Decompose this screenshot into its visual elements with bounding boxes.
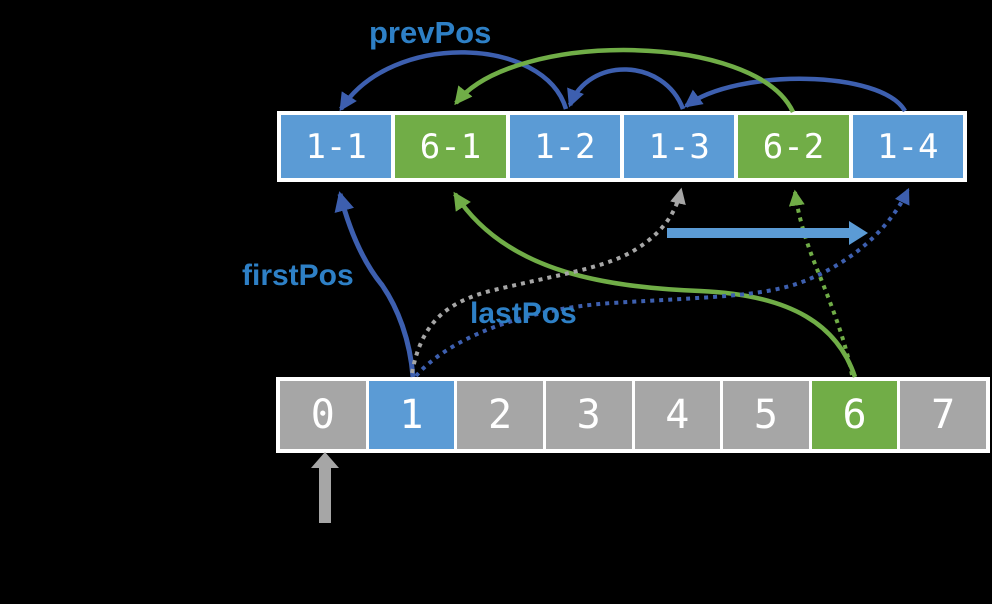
array-cell-1: 1 [368,381,455,449]
occurrence-row: 1-1 6-1 1-2 1-3 6-2 1-4 [277,111,967,182]
node-1-4: 1-4 [852,115,963,178]
array-cell-0: 0 [280,381,366,449]
prevpos-arc-6-2-to-6-1 [454,47,796,113]
node-1-3: 1-3 [623,115,735,178]
lastpos-dotted-cell1-to-1-4 [414,187,910,378]
firstpos-curve-cell6-to-6-1 [453,191,858,378]
index0-pointer-arrow [311,452,339,523]
prevpos-arc-1-4-to-1-3 [683,76,907,113]
array-row: 0 1 2 3 4 5 6 7 [276,377,990,453]
array-cell-7: 7 [900,381,986,449]
node-1-2: 1-2 [509,115,620,178]
array-cell-2: 2 [457,381,543,449]
prevpos-label: prevPos [369,15,492,50]
array-cell-6: 6 [811,381,898,449]
array-cell-3: 3 [545,381,632,449]
node-6-2: 6-2 [738,115,849,178]
node-1-1: 1-1 [281,115,392,178]
array-cell-4: 4 [634,381,721,449]
lastpos-dotted-cell6-to-6-2 [788,189,854,376]
node-6-1: 6-1 [395,115,506,178]
advance-right-arrow [667,221,868,245]
prevpos-arc-1-3-to-1-2 [567,67,686,110]
lastpos-label: lastPos [470,297,577,330]
prevpos-arc-1-2-to-1-1 [339,50,569,112]
firstpos-label: firstPos [242,259,354,292]
firstpos-curve-cell1-to-1-1 [334,191,416,378]
array-cell-5: 5 [723,381,809,449]
lastpos-old-dotted-cell1-to-1-3 [410,187,686,374]
